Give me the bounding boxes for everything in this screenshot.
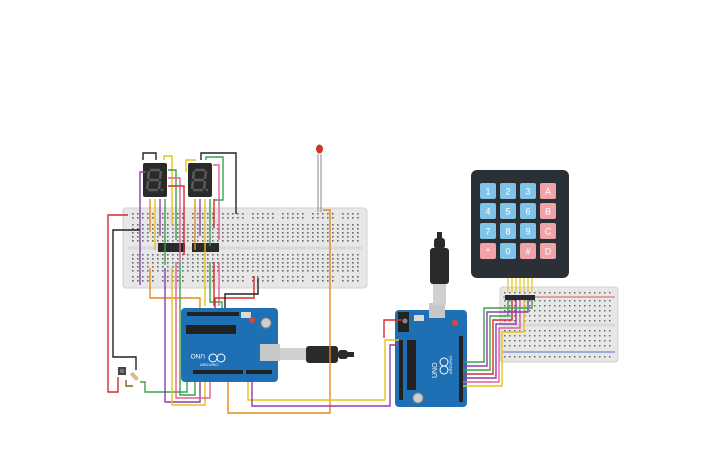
keypad-key-label: 4 [485,207,490,217]
keypad-key [520,243,536,259]
arduino-uno-left: UNO ARDUINO [181,308,280,382]
keypad-key-label: 5 [505,207,510,217]
arduino-right-uno-logo: UNO [432,362,439,378]
arduino-right-brand: ARDUINO [448,356,453,374]
push-button [118,367,126,375]
keypad-key [500,183,516,199]
keypad-key [500,203,516,219]
keypad-key [500,243,516,259]
keypad-key-label: 8 [505,227,510,237]
keypad-key-label: 2 [505,187,510,197]
keypad-key [520,183,536,199]
keypad-key [480,223,496,239]
keypad-key [540,223,556,239]
keypad-4x4: 1 2 3 A 4 5 6 B 7 8 9 C * 0 # D [471,170,569,300]
wires-main [107,209,533,414]
resistor [130,372,139,381]
keypad-key-label: 0 [505,247,510,257]
arduino-left-uno-logo: UNO [191,352,205,359]
keypad-key-label: 9 [525,227,530,237]
wires-displays [139,152,237,285]
breadboard-right [499,286,619,363]
keypad-key-label: * [486,247,490,257]
usb-cable-right [430,232,449,305]
ic-chip-1 [158,243,185,252]
seven-segment-display-1 [143,163,167,197]
keypad-key [520,203,536,219]
keypad-key-label: 7 [485,227,490,237]
keypad-key [500,223,516,239]
led-red [316,144,323,212]
keypad-key-label: A [545,187,551,197]
seven-segment-display-2 [188,163,212,197]
keypad-key [480,203,496,219]
keypad-key [480,243,496,259]
keypad-key-label: B [545,207,551,217]
keypad-key [540,183,556,199]
keypad-key-label: C [545,227,552,237]
keypad-key [480,183,496,199]
arduino-uno-right: UNO ARDUINO [395,303,467,407]
keypad-key-label: 6 [525,207,530,217]
keypad-key-label: D [545,247,552,257]
keypad-key-label: 1 [485,187,490,197]
usb-cable-left [280,346,354,363]
keypad-key-label: 3 [525,187,530,197]
keypad-key [540,243,556,259]
keypad-key-label: # [525,247,530,257]
keypad-key [540,203,556,219]
keypad-key [520,223,536,239]
arduino-left-brand: ARDUINO [200,362,218,367]
